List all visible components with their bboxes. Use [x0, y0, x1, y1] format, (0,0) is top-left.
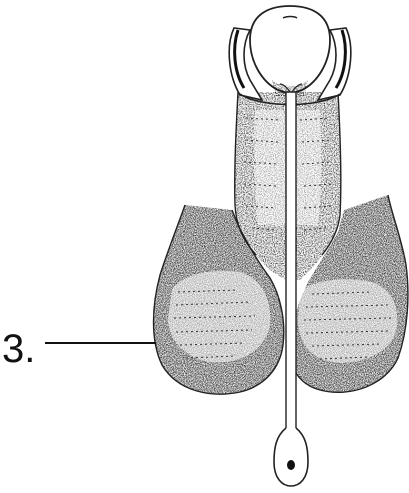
glans — [250, 6, 330, 96]
label-3: 3. — [2, 327, 156, 371]
rod-tip-hole — [287, 460, 295, 470]
label-3-text: 3. — [2, 327, 35, 371]
